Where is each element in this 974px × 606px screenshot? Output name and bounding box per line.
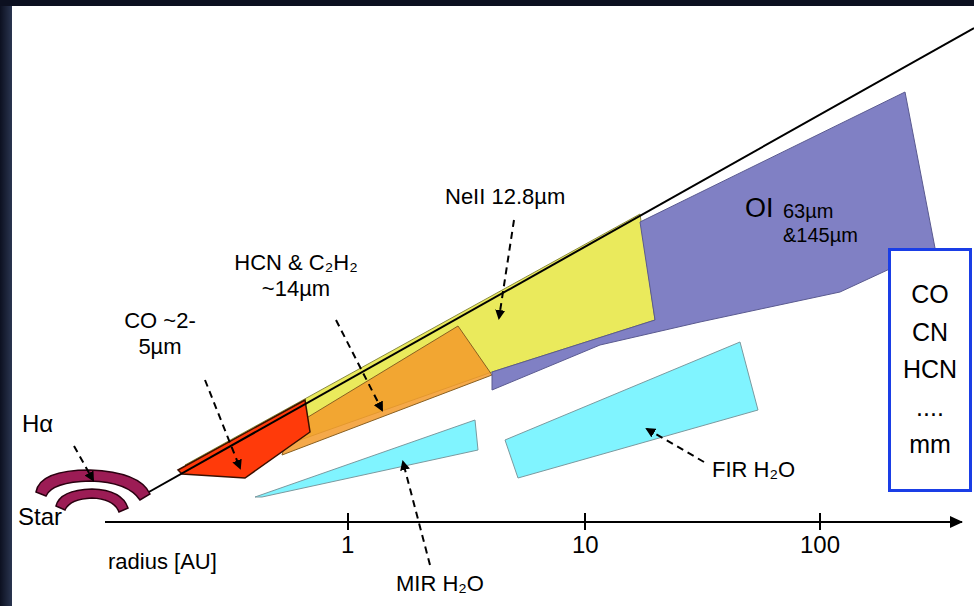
oi-region: OI 63µm &145µm [488, 90, 938, 392]
backdrop-strip [0, 0, 974, 6]
water-label: FIR H₂O [712, 457, 795, 483]
radius-axis [105, 521, 962, 523]
leader-arrow [647, 429, 704, 462]
star-label: Star [18, 503, 62, 532]
tick-label: 10 [572, 531, 599, 560]
leader-arrow [205, 380, 240, 468]
tick-label: 100 [800, 531, 840, 560]
region-shape [488, 90, 938, 392]
water-label: MIR H₂O [396, 571, 484, 597]
leader-arrow [499, 220, 514, 318]
axis-title: radius [AU] [108, 549, 217, 575]
wavelength-label: 63µm &145µm [783, 199, 869, 247]
axis-tick [819, 513, 821, 530]
mir-water-region [255, 420, 478, 497]
line-label: OI [745, 192, 774, 224]
line-label: HCN & C₂H₂ ~14µm [218, 250, 374, 303]
line-label: NeII 12.8µm [445, 184, 565, 210]
axis-tick [347, 513, 349, 530]
line-label: CO ~2-5µm [112, 308, 208, 361]
star-arc [56, 489, 128, 512]
star-line-label: Hα [22, 410, 53, 439]
mm-lines-box: CO CN HCN .... mm [888, 248, 972, 492]
molecule-list: CO CN HCN .... mm [898, 276, 962, 464]
leader-arrow [336, 320, 382, 410]
disk-surface [140, 28, 974, 497]
leader-arrow [74, 446, 93, 480]
region-outline [492, 92, 935, 390]
tick-label: 1 [341, 531, 354, 560]
backdrop-strip [0, 0, 12, 606]
leader-arrow [403, 462, 430, 565]
axis-tick [584, 513, 586, 530]
